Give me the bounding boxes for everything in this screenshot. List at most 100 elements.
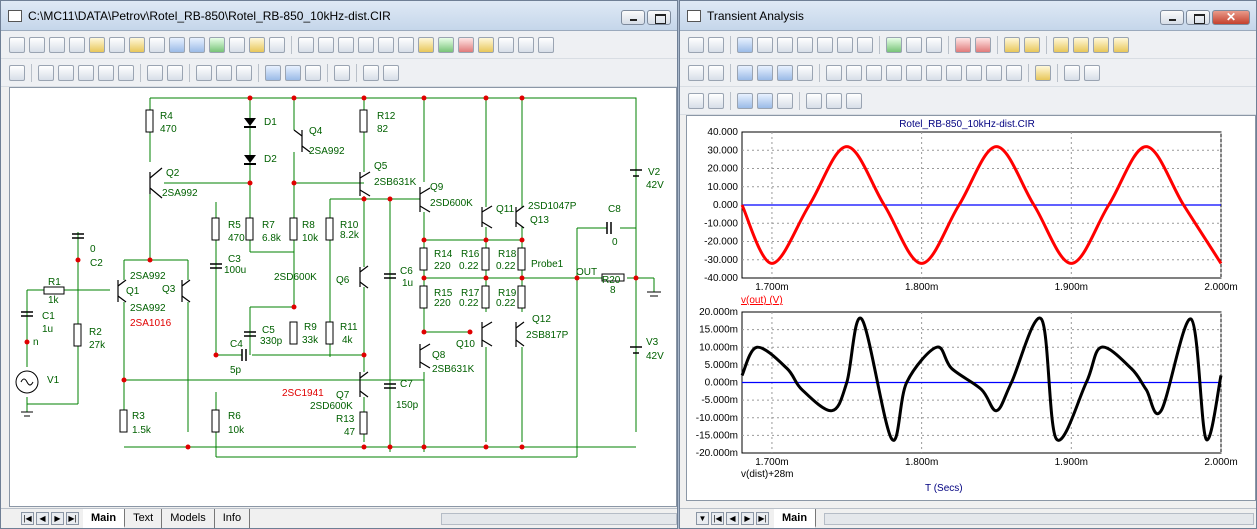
plot-properties-icon[interactable] <box>777 92 793 109</box>
analysis-first-button[interactable]: |◀ <box>711 512 724 525</box>
tile-icon[interactable] <box>363 64 379 81</box>
table-icon[interactable] <box>249 36 265 53</box>
tab-info[interactable]: Info <box>214 509 251 528</box>
conditions-icon[interactable] <box>438 36 454 53</box>
analysis-title-bar[interactable]: Transient Analysis <box>680 1 1256 31</box>
prev-page-button[interactable]: ◀ <box>36 512 49 525</box>
group-plot-icon[interactable] <box>846 92 862 109</box>
trace-icon[interactable] <box>777 36 793 53</box>
properties-icon[interactable] <box>9 64 25 81</box>
help-icon[interactable] <box>189 36 205 53</box>
stop-run-icon[interactable] <box>906 36 922 53</box>
grid-icon[interactable] <box>378 36 394 53</box>
copy-icon[interactable] <box>1035 64 1051 81</box>
power-icon[interactable] <box>418 36 434 53</box>
pan-icon[interactable] <box>708 36 724 53</box>
schematic-minimize-button[interactable] <box>621 10 645 25</box>
tab-main[interactable]: Main <box>83 509 126 528</box>
low-icon[interactable] <box>797 64 813 81</box>
schematic-window[interactable]: C:\MC11\DATA\Petrov\Rotel_RB-850\Rotel_R… <box>0 0 678 529</box>
edit-icon[interactable] <box>269 36 285 53</box>
analysis-close-button[interactable] <box>1212 10 1250 25</box>
layout-4-icon[interactable] <box>1113 36 1129 53</box>
go-to-x-icon[interactable] <box>946 64 962 81</box>
top-trace-label[interactable]: v(out) (V) <box>741 295 783 306</box>
bottom-trace-label[interactable]: v(dist)+28m <box>741 469 794 480</box>
schematic-restore-button[interactable] <box>647 10 671 25</box>
flag-icon[interactable] <box>149 36 165 53</box>
zoom-fit-icon[interactable] <box>305 64 321 81</box>
go-to-branch-icon[interactable] <box>986 64 1002 81</box>
region-zoom-icon[interactable] <box>708 92 724 109</box>
schematic-hscrollbar[interactable] <box>441 513 677 525</box>
find-next-icon[interactable] <box>167 64 183 81</box>
next-simulation-icon[interactable] <box>1006 64 1022 81</box>
zoom-area-icon[interactable] <box>757 36 773 53</box>
zoom-in-plot-icon[interactable] <box>737 92 753 109</box>
stop-icon[interactable] <box>196 64 212 81</box>
zoom-in-icon[interactable] <box>265 64 281 81</box>
print-icon[interactable] <box>334 64 350 81</box>
fit-icon[interactable] <box>688 92 704 109</box>
print-plot-icon[interactable] <box>1084 64 1100 81</box>
attribute-text-icon[interactable] <box>298 36 314 53</box>
tile-plot-icon[interactable] <box>806 92 822 109</box>
pin-connections-icon[interactable] <box>358 36 374 53</box>
analysis-prev-button[interactable]: ◀ <box>726 512 739 525</box>
layout-1-icon[interactable] <box>1053 36 1069 53</box>
find-icon[interactable] <box>147 64 163 81</box>
numeric-output-icon[interactable] <box>1064 64 1080 81</box>
formula-icon[interactable] <box>817 36 833 53</box>
flip-y-icon[interactable] <box>118 64 134 81</box>
analysis-scroll-down-button[interactable]: ▼ <box>696 512 709 525</box>
page-icon[interactable] <box>518 36 534 53</box>
pencil-icon[interactable] <box>89 36 105 53</box>
global-high-icon[interactable] <box>846 64 862 81</box>
bottom-icon[interactable] <box>906 64 922 81</box>
global-low-icon[interactable] <box>866 64 882 81</box>
currents-icon[interactable] <box>398 36 414 53</box>
layout-2-icon[interactable] <box>1073 36 1089 53</box>
analysis-hscrollbar[interactable] <box>824 513 1254 525</box>
zoom-out-plot-icon[interactable] <box>757 92 773 109</box>
limits-icon[interactable] <box>955 36 971 53</box>
cursor-icon[interactable] <box>688 64 704 81</box>
next-page-button[interactable]: ▶ <box>51 512 64 525</box>
analysis-next-button[interactable]: ▶ <box>741 512 754 525</box>
go-to-y-icon[interactable] <box>966 64 982 81</box>
zoom-out-icon[interactable] <box>285 64 301 81</box>
group-icon[interactable] <box>236 64 252 81</box>
node-numbers-icon[interactable] <box>318 36 334 53</box>
first-page-button[interactable]: |◀ <box>21 512 34 525</box>
component-icon[interactable] <box>129 36 145 53</box>
tag-icon[interactable] <box>797 36 813 53</box>
analysis-tab-main[interactable]: Main <box>774 509 817 528</box>
properties-icon-2[interactable] <box>857 36 873 53</box>
high-icon[interactable] <box>777 64 793 81</box>
wand-icon[interactable] <box>69 36 85 53</box>
font-icon[interactable] <box>383 64 399 81</box>
scale-icon[interactable] <box>737 36 753 53</box>
wire-mode-icon[interactable] <box>29 36 45 53</box>
copy-page-icon[interactable] <box>538 36 554 53</box>
plot-box-icon[interactable] <box>1004 36 1020 53</box>
pause-icon[interactable] <box>926 36 942 53</box>
state-icon[interactable] <box>458 36 474 53</box>
analysis-minimize-button[interactable] <box>1160 10 1184 25</box>
last-page-button[interactable]: ▶| <box>66 512 79 525</box>
analysis-window[interactable]: Transient Analysis <box>679 0 1257 529</box>
select-icon[interactable] <box>688 36 704 53</box>
select-mode-icon[interactable] <box>9 36 25 53</box>
run-icon[interactable] <box>886 36 902 53</box>
plot-grid-icon[interactable] <box>1024 36 1040 53</box>
info-icon[interactable] <box>169 36 185 53</box>
stepping-icon[interactable] <box>975 36 991 53</box>
bus-icon[interactable] <box>109 36 125 53</box>
grid-text-icon[interactable] <box>229 36 245 53</box>
slope-icon[interactable] <box>926 64 942 81</box>
layout-3-icon[interactable] <box>1093 36 1109 53</box>
layout-icon[interactable] <box>498 36 514 53</box>
rotate-icon[interactable] <box>78 64 94 81</box>
